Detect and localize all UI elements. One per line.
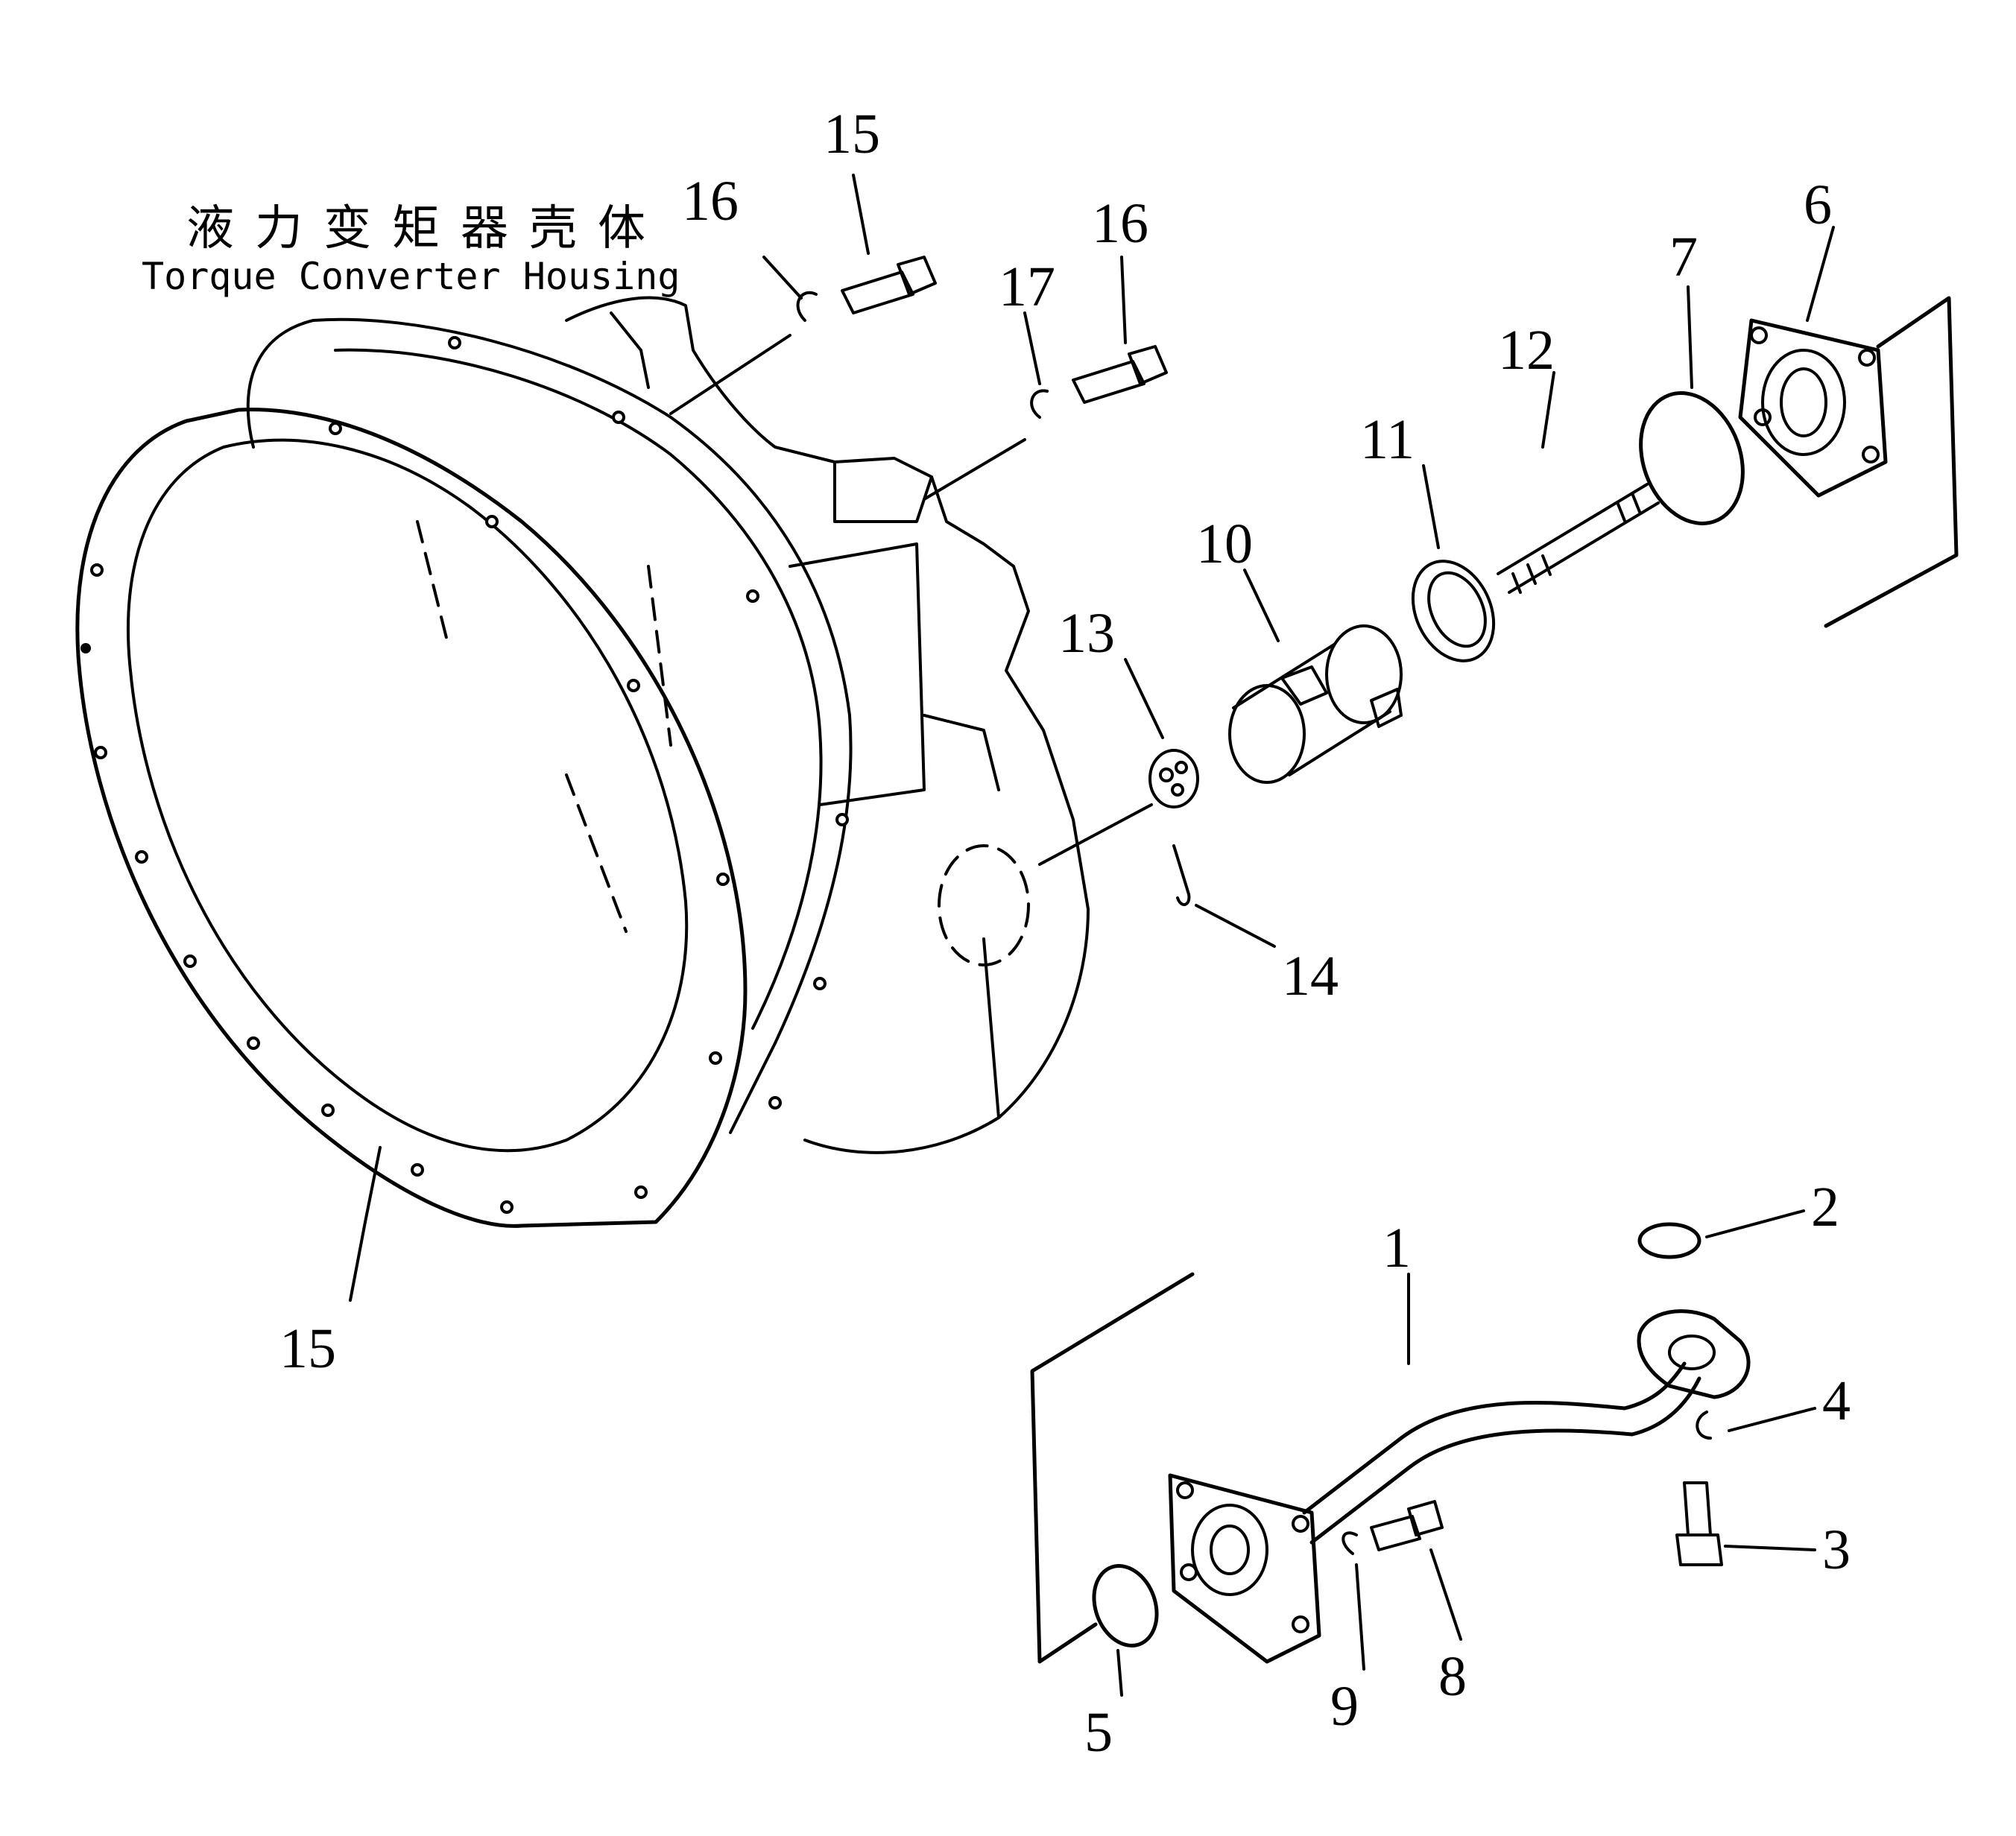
- washer-4: [1696, 1411, 1712, 1440]
- callout-5: 5: [1084, 1701, 1113, 1764]
- washer-9: [1342, 1531, 1358, 1555]
- callout-10: 10: [1196, 513, 1253, 575]
- callout-16-middle: 16: [1092, 192, 1148, 255]
- callout-11: 11: [1360, 408, 1415, 471]
- callout-14: 14: [1282, 945, 1339, 1007]
- callout-3: 3: [1822, 1519, 1851, 1581]
- callout-13: 13: [1058, 602, 1115, 665]
- bolt-16-upper: [841, 256, 937, 314]
- callout-16-upper: 15: [824, 103, 880, 165]
- pin-14: [1172, 844, 1191, 906]
- callout-7: 7: [1669, 226, 1698, 288]
- callout-1: 1: [1383, 1217, 1411, 1279]
- callout-4: 4: [1822, 1370, 1851, 1432]
- washer-17-upper: [796, 291, 818, 322]
- strainer-10: [1228, 624, 1403, 784]
- callout-8: 8: [1438, 1645, 1467, 1708]
- bolt-8: [1370, 1500, 1444, 1551]
- leader-lines: [349, 174, 1835, 1697]
- torque-converter-housing-drawing: [75, 296, 1090, 1228]
- title-english: Torque Converter Housing: [142, 255, 680, 298]
- o-ring-2: [1637, 1222, 1701, 1259]
- washer-17-middle: [1030, 389, 1049, 419]
- flange-plate: [1168, 1473, 1321, 1664]
- title-chinese: 液力变矩器壳体: [186, 201, 666, 256]
- strainer-cap-13: [1038, 749, 1199, 866]
- stud-12: [1497, 483, 1660, 594]
- callout-9: 9: [1330, 1675, 1359, 1738]
- pipe-1: [1302, 1309, 1751, 1545]
- callout-17-middle: 17: [999, 256, 1055, 318]
- bolt-3: [1675, 1481, 1723, 1566]
- callout-6: 6: [1804, 174, 1832, 236]
- callout-2: 2: [1811, 1176, 1839, 1238]
- callout-17-upper: 16: [682, 170, 739, 232]
- o-ring-7: [1639, 391, 1745, 525]
- cover-6: [1738, 318, 1888, 498]
- seal-11: [1411, 560, 1496, 662]
- callout-15: 15: [279, 1317, 336, 1380]
- o-ring-5: [1092, 1564, 1159, 1647]
- bolt-16-middle: [1072, 345, 1168, 404]
- callout-12: 12: [1498, 319, 1555, 382]
- gasket-holes: [80, 336, 849, 1214]
